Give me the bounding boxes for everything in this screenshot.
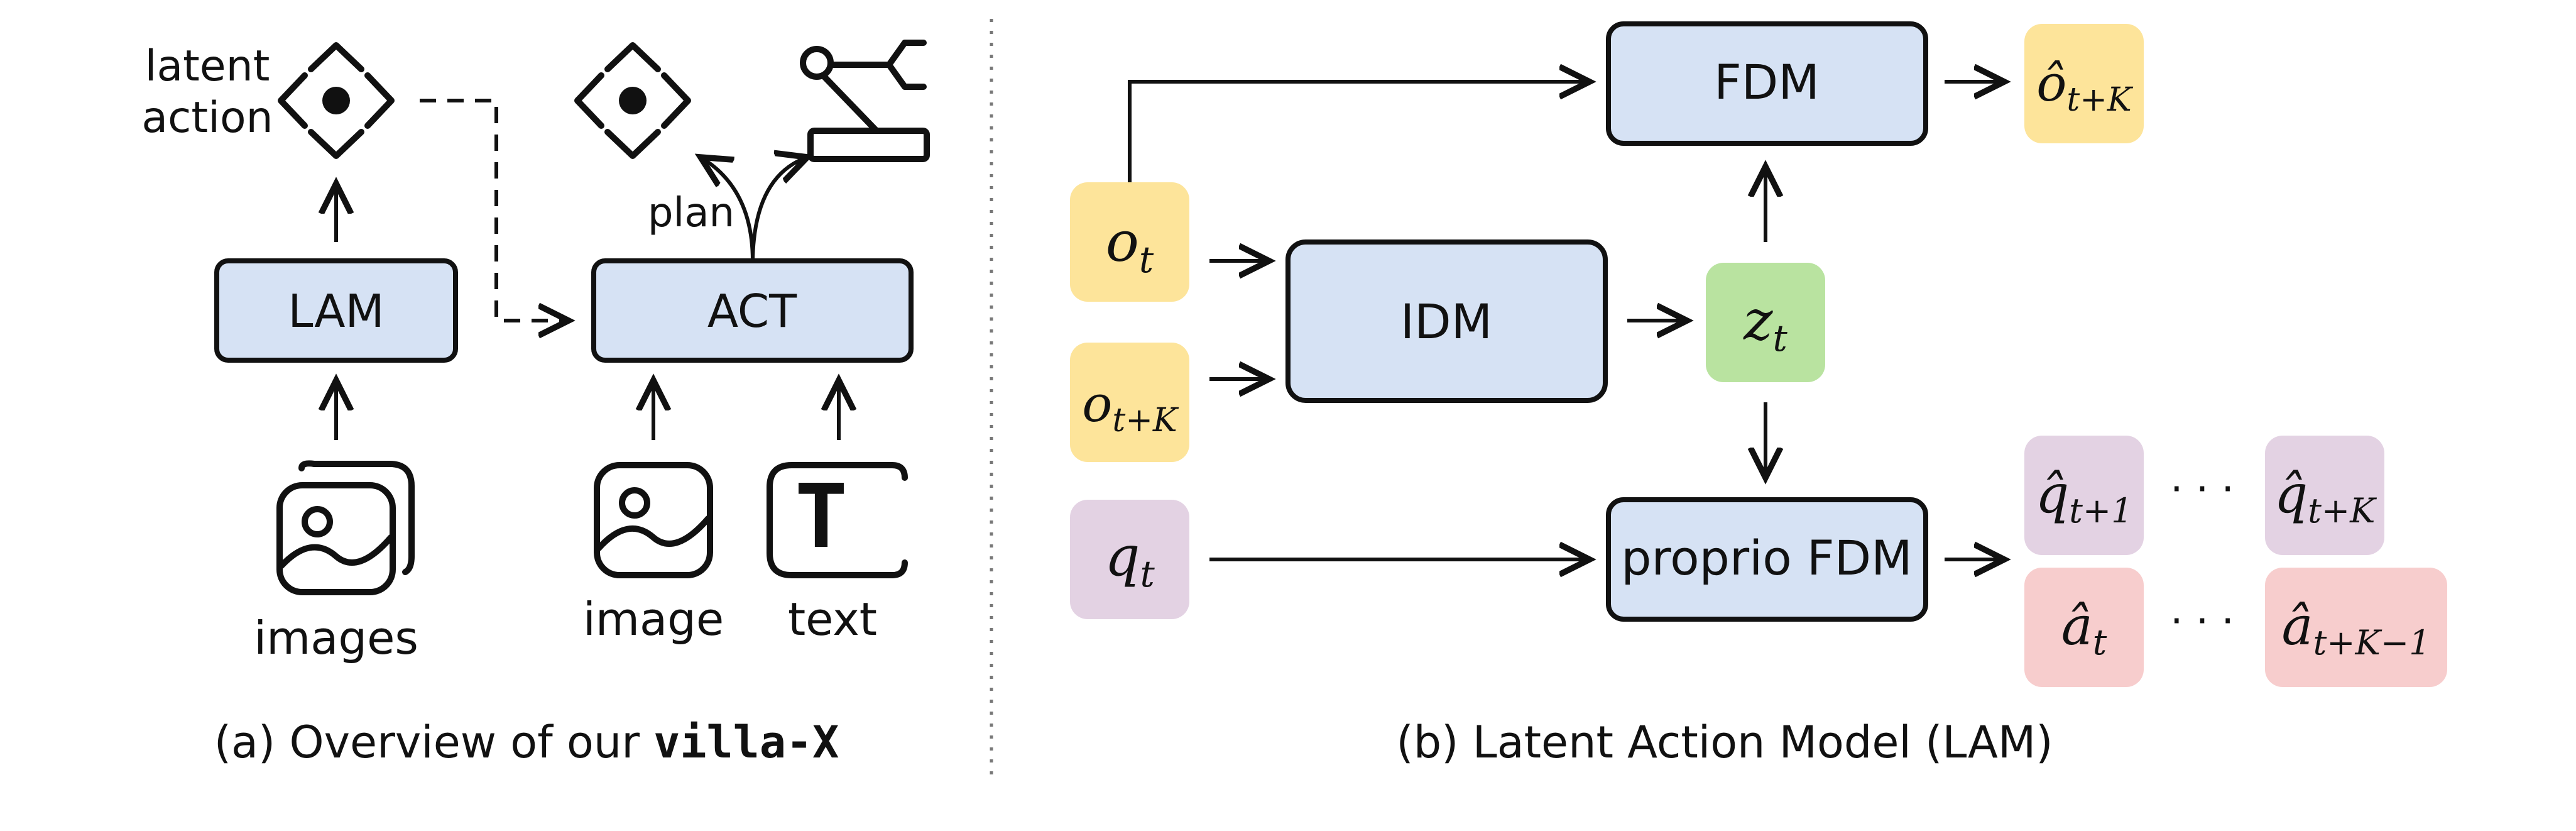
fdm-box xyxy=(1606,21,1928,146)
o-t-plus-k-tile xyxy=(1070,343,1189,462)
proprio-fdm-label: proprio FDM xyxy=(1621,530,1912,586)
proprio-fdm-box xyxy=(1606,497,1928,622)
text-icon: T xyxy=(767,462,908,578)
panel-b: ot ot+K qt IDM zt FDM ôt+K xyxy=(1070,21,2447,768)
a-hat-t-label: ât xyxy=(2061,595,2107,663)
a-hat-t-plus-k-minus-1-label: ât+K−1 xyxy=(2282,595,2431,663)
caption-a: (a) Overview of our villa-X xyxy=(214,717,839,768)
lam-label: LAM xyxy=(288,285,384,338)
caption-a-code: villa-X xyxy=(653,717,839,768)
act-latent-action-icon xyxy=(574,42,691,159)
idm-label: IDM xyxy=(1400,294,1493,349)
z-t-tile xyxy=(1706,263,1825,382)
plan-arrow-to-robot xyxy=(751,157,807,261)
z-t-label: zt xyxy=(1743,288,1787,360)
text-label: text xyxy=(788,593,877,646)
latent-action-label-line2: action xyxy=(141,93,273,143)
images-label: images xyxy=(254,612,418,664)
robot-arm-icon xyxy=(800,40,930,162)
text-icon-glyph: T xyxy=(795,466,848,568)
fdm-label: FDM xyxy=(1714,54,1820,110)
a-ellipsis: · · · xyxy=(2170,598,2234,645)
caption-b: (b) Latent Action Model (LAM) xyxy=(1396,717,2053,768)
q-hat-t-plus-k-label: q̂t+K xyxy=(2274,463,2377,531)
q-hat-t-plus-k-tile xyxy=(2265,436,2384,555)
o-t-plus-k-label: ot+K xyxy=(1082,375,1179,439)
plan-label: plan xyxy=(648,190,734,236)
arrow-o-t-to-fdm xyxy=(1128,82,1590,182)
o-t-label: ot xyxy=(1106,209,1154,281)
q-hat-t-plus-1-tile xyxy=(2024,436,2144,555)
act-label: ACT xyxy=(707,285,797,338)
a-hat-t-tile xyxy=(2024,568,2144,687)
o-hat-t-plus-k-label: ôt+K xyxy=(2036,54,2134,119)
q-hat-t-plus-1-label: q̂t+1 xyxy=(2035,463,2132,531)
image-icon xyxy=(594,462,713,578)
images-stack-icon xyxy=(276,460,415,595)
latent-action-icon xyxy=(278,42,395,159)
o-t-tile xyxy=(1070,182,1189,302)
panel-a: latent action LAM images xyxy=(141,40,930,768)
dashed-arrow-latent-to-act xyxy=(420,99,569,321)
lam-box xyxy=(214,258,458,363)
idm-box xyxy=(1285,239,1608,403)
q-t-label: qt xyxy=(1105,524,1155,595)
image-label: image xyxy=(583,593,724,646)
a-hat-t-plus-k-minus-1-tile xyxy=(2265,568,2447,687)
o-hat-t-plus-k-tile xyxy=(2024,24,2144,143)
act-box xyxy=(591,258,914,363)
latent-action-label-line1: latent xyxy=(145,41,270,91)
q-t-tile xyxy=(1070,500,1189,619)
q-ellipsis: · · · xyxy=(2170,466,2234,513)
caption-a-prefix: (a) Overview of our xyxy=(214,717,654,768)
